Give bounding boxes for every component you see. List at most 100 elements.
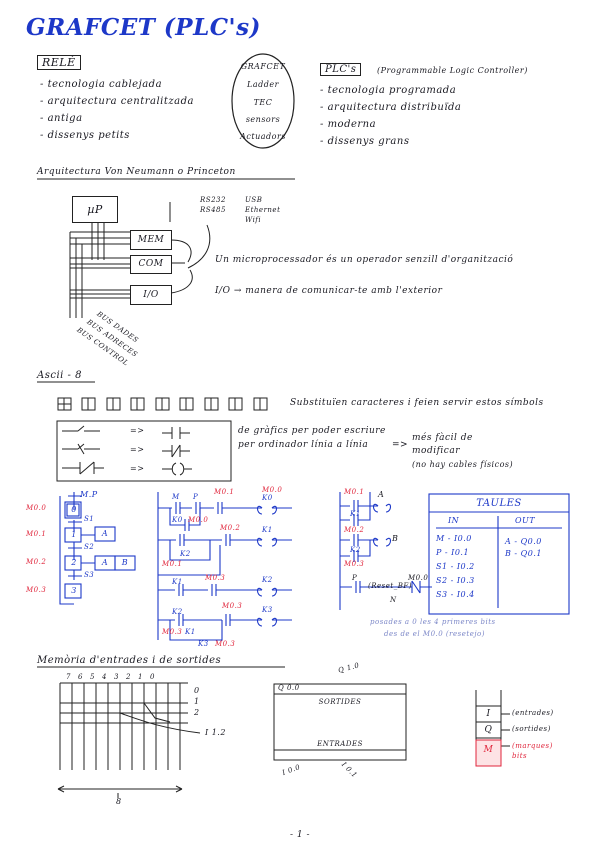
output-input-label: M0.3: [344, 560, 365, 568]
plcs-subtitle: (Programmable Logic Controller): [377, 66, 528, 75]
rele-item: tecnologia cablejada: [40, 76, 194, 93]
arch-heading: Arquitectura Von Neumann o Princeton: [37, 167, 236, 177]
port-label: RS485: [200, 206, 226, 214]
grafcet-transition: S1: [84, 515, 95, 523]
plcs-heading: PLC's: [320, 63, 362, 76]
output-note: posades a 0 les 4 primeres bits: [370, 618, 496, 626]
ladder-label: K2: [172, 608, 183, 616]
sortides-label: SORTIDES: [318, 698, 362, 706]
ladder-label: M0.1: [214, 488, 235, 496]
taules-out-header: OUT: [515, 516, 536, 525]
memoria-grid: [37, 666, 510, 798]
entrades-label: ENTRADES: [317, 740, 363, 748]
output-ladder: [339, 492, 432, 610]
ports-right: USB Ethernet Wifi: [245, 195, 280, 225]
grafcet-action: B: [121, 558, 129, 567]
output-n-label: N: [390, 596, 397, 604]
grafcet-step: 2: [71, 558, 77, 567]
bit-label: 1: [138, 673, 143, 681]
oval-item: Actuadors: [240, 132, 286, 141]
rele-item: antiga: [40, 110, 194, 127]
ladder-coil-label: K2: [262, 576, 273, 584]
q-left-label: Q 0.0: [278, 684, 300, 692]
grafcet-mp: M.P: [80, 490, 98, 499]
grafcet-action: A: [101, 558, 109, 567]
taules-out-list: A - Q0.0 B - Q0.1: [505, 536, 542, 560]
output-note: des de el M0.0 (resetejo): [384, 630, 485, 638]
page-title: GRAFCET (PLC's): [26, 14, 261, 41]
stack-label: (sortides): [512, 725, 551, 733]
taules-in-row: S3 - I0.4: [436, 590, 475, 599]
ladder-coil-label: K0: [262, 494, 273, 502]
ascii-note-b1: més fàcil de modificar: [412, 433, 473, 456]
grafcet-action: A: [101, 529, 109, 538]
plcs-list: tecnologia programada arquitectura distr…: [320, 82, 461, 150]
ascii-note-a: de gràfics per poder escriure per ordina…: [238, 426, 386, 450]
output-input-label: K1: [350, 510, 361, 518]
ladder-coil-label: K1: [262, 526, 273, 534]
taules-out-row: A - Q0.0: [505, 537, 542, 546]
rele-list: tecnologia cablejada arquitectura centra…: [40, 76, 194, 144]
ladder-label: M: [172, 493, 180, 501]
grafcet-diagram: [59, 492, 136, 605]
output-m-label: M0.0: [408, 574, 429, 582]
ladder-label: M0.3: [205, 574, 226, 582]
grafcet-step: 0: [71, 505, 77, 514]
rele-item: arquitectura centralitzada: [40, 93, 194, 110]
bit-label: 2: [126, 673, 131, 681]
grafcet-transition: S3: [84, 571, 95, 579]
ladder-label: K1: [172, 578, 183, 586]
rele-item: dissenys petits: [40, 127, 194, 144]
rele-heading: RELÉ: [37, 55, 81, 70]
mp-box: µP: [72, 196, 118, 223]
taules-in-row: S1 - I0.2: [436, 562, 475, 571]
ascii-arrow: =>: [130, 426, 145, 435]
ports-left: RS232 RS485: [200, 195, 226, 215]
oval-item: sensors: [245, 115, 281, 124]
output-coil-label: A: [378, 490, 385, 499]
grafcet-transition: S2: [84, 543, 95, 551]
arch-note: I/O → manera de comunicar-te amb l'exter…: [215, 286, 443, 296]
output-p-label: P: [352, 574, 358, 582]
output-input-label: K2: [350, 546, 361, 554]
grafcet-var: M0.1: [26, 530, 47, 538]
port-label: Ethernet: [245, 206, 281, 214]
io-box: I/O: [130, 285, 172, 305]
grafcet-step: 1: [71, 530, 77, 539]
plcs-item: tecnologia programada: [320, 82, 461, 99]
ascii-arrow: =>: [130, 464, 145, 473]
ladder-label: M0.0: [188, 516, 209, 524]
ascii-note: Substituïen caracteres i feien servir es…: [290, 398, 544, 408]
output-input-label: M0.1: [344, 488, 365, 496]
taules-in-list: M - I0.0 P - I0.1 S1 - I0.2 S2 - I0.3 S3…: [436, 532, 475, 602]
taules-box: [428, 493, 570, 615]
oval-item: GRAFCET: [240, 62, 286, 71]
stack-cell: M: [483, 745, 494, 755]
arch-bus-lines: [37, 178, 295, 318]
bit-label: 3: [114, 673, 119, 681]
taules-in-header: IN: [448, 516, 460, 525]
ladder-label: M0.3: [162, 628, 183, 636]
page-number: - 1 -: [290, 830, 311, 840]
stack-cell: Q: [484, 725, 493, 735]
bit-label: 7: [66, 673, 71, 681]
ascii-lines: [37, 381, 268, 482]
ascii-arrow-b: =>: [392, 440, 409, 450]
ascii-heading: Ascii - 8: [37, 370, 82, 381]
ladder-label: M0.3: [215, 640, 236, 648]
output-coil-label: B: [392, 534, 399, 543]
bit-label: 0: [150, 673, 155, 681]
ascii-note-b2: (no hay cables físicos): [412, 460, 514, 469]
memoria-width: 8: [116, 797, 122, 806]
ladder-label: M0.0: [262, 486, 283, 494]
grafcet-step: 3: [71, 586, 77, 595]
memoria-pointer: I 1.2: [205, 728, 226, 737]
oval-item: TEC: [253, 98, 273, 107]
ladder-label: K1: [185, 628, 196, 636]
output-set-label: (Reset_BF): [368, 582, 412, 590]
bit-label: 6: [78, 673, 83, 681]
ladder-label: M0.2: [220, 524, 241, 532]
row-label: 2: [194, 708, 200, 717]
